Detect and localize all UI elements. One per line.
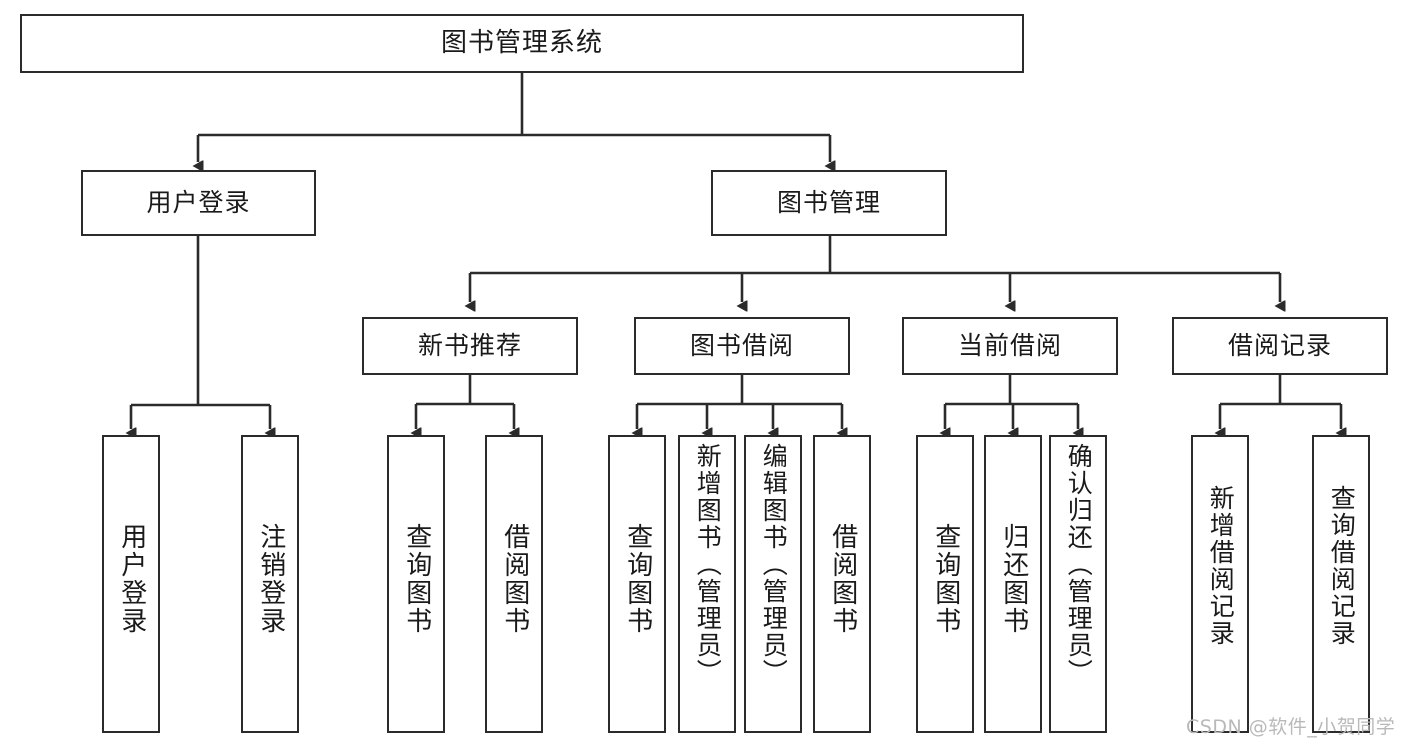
node-label: 当前借阅 (957, 331, 1062, 361)
node-leaf-edit-book-admin[interactable]: 编辑图书（管理员） (744, 435, 802, 733)
node-leaf-add-borrow-record[interactable]: 新增借阅记录 (1191, 435, 1249, 733)
node-label: 图书管理 (776, 188, 881, 218)
node-book-management-system[interactable]: 图书管理系统 (20, 14, 1024, 73)
node-current-borrow[interactable]: 当前借阅 (902, 317, 1118, 375)
node-leaf-confirm-return-admin[interactable]: 确认归还（管理员） (1049, 435, 1107, 733)
node-label: 注销登录 (255, 523, 286, 635)
node-label: 查询图书 (401, 523, 432, 635)
node-leaf-query-borrow-record[interactable]: 查询借阅记录 (1312, 435, 1370, 733)
node-leaf-borrow-book-recommend[interactable]: 借阅图书 (485, 435, 543, 733)
node-label: 借阅图书 (499, 523, 530, 635)
node-label: 用户登录 (146, 188, 251, 218)
node-label: 编辑图书（管理员） (759, 443, 789, 686)
node-leaf-borrow-book[interactable]: 借阅图书 (813, 435, 871, 733)
watermark-text: CSDN @软件_小贺同学 (1186, 716, 1396, 738)
node-label: 借阅图书 (827, 523, 858, 635)
node-label: 用户登录 (116, 523, 147, 635)
node-label: 查询借阅记录 (1327, 485, 1357, 647)
node-label: 图书管理系统 (440, 28, 603, 59)
node-leaf-query-book-recommend[interactable]: 查询图书 (387, 435, 445, 733)
node-label: 新增借阅记录 (1206, 485, 1236, 647)
node-label: 新增图书（管理员） (693, 443, 723, 686)
node-leaf-return-book[interactable]: 归还图书 (984, 435, 1042, 733)
node-label: 新书推荐 (417, 331, 522, 361)
node-leaf-logout[interactable]: 注销登录 (241, 435, 299, 733)
node-leaf-query-book-current[interactable]: 查询图书 (916, 435, 974, 733)
node-label: 查询图书 (930, 523, 961, 635)
node-borrow-record[interactable]: 借阅记录 (1172, 317, 1388, 375)
node-label: 查询图书 (622, 523, 653, 635)
node-leaf-add-book-admin[interactable]: 新增图书（管理员） (678, 435, 736, 733)
node-label: 借阅记录 (1227, 331, 1332, 361)
node-user-login[interactable]: 用户登录 (81, 170, 316, 236)
node-label: 图书借阅 (689, 331, 794, 361)
node-leaf-user-login[interactable]: 用户登录 (102, 435, 160, 733)
node-book-management[interactable]: 图书管理 (711, 170, 947, 236)
node-book-borrow[interactable]: 图书借阅 (634, 317, 850, 375)
node-label: 确认归还（管理员） (1064, 443, 1094, 686)
node-label: 归还图书 (998, 523, 1029, 635)
node-new-book-recommend[interactable]: 新书推荐 (362, 317, 578, 375)
node-leaf-query-book-borrow[interactable]: 查询图书 (608, 435, 666, 733)
